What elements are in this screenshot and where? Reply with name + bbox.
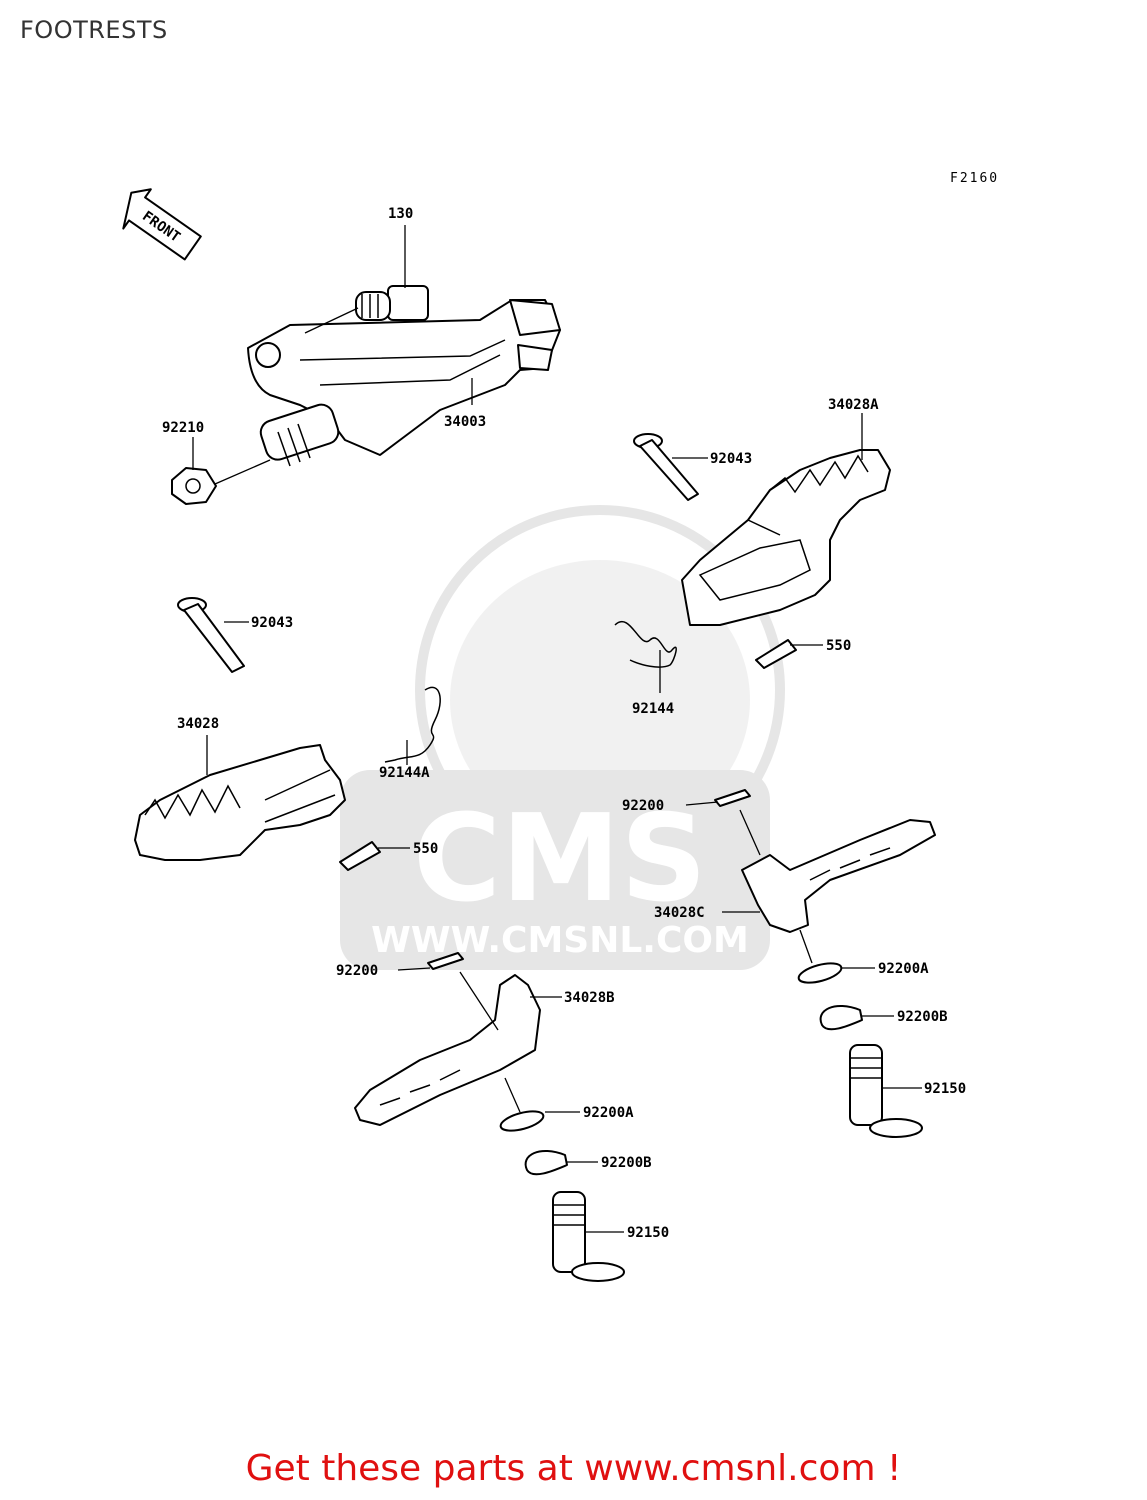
pin-92150-right	[849, 1044, 923, 1138]
bracket-34028B	[354, 974, 541, 1126]
spring-92144A	[384, 686, 441, 763]
washer-92200A-left	[499, 1110, 545, 1132]
footer-promo-link[interactable]: Get these parts at www.cmsnl.com !	[245, 1448, 902, 1489]
front-arrow-icon: FRONT	[122, 188, 202, 261]
cotter-pin-550-left	[339, 841, 381, 871]
part-label-130: 130	[388, 206, 413, 222]
pin-92150-left	[552, 1191, 625, 1282]
bracket-34028C	[741, 819, 936, 933]
part-label-92200-right: 92200	[622, 798, 664, 814]
footrest-34028A	[681, 449, 891, 626]
part-label-92150-right: 92150	[924, 1081, 966, 1097]
page-title: FOOTRESTS	[20, 16, 168, 44]
cms-watermark: CMS WWW.CMSNL.COM	[340, 505, 785, 970]
nut-92210	[171, 467, 217, 505]
washer-92200-right	[714, 789, 751, 807]
pin-92043-left	[177, 597, 245, 673]
part-label-550-left: 550	[413, 841, 438, 857]
part-label-92200A-right: 92200A	[878, 961, 929, 977]
leader-lines	[192, 225, 922, 1233]
clip-92200B-left	[524, 1150, 568, 1176]
part-label-92144: 92144	[632, 701, 674, 717]
watermark-banner	[340, 770, 770, 970]
part-label-34028B: 34028B	[564, 990, 615, 1006]
part-label-92043-right: 92043	[710, 451, 752, 467]
part-label-34028C: 34028C	[654, 905, 705, 921]
part-label-92043-left: 92043	[251, 615, 293, 631]
footrest-34028	[134, 744, 346, 861]
part-label-92150-left: 92150	[627, 1225, 669, 1241]
part-label-34003: 34003	[444, 414, 486, 430]
washer-92200-left	[427, 952, 464, 970]
watermark-brand: CMS	[413, 790, 707, 929]
part-label-34028A: 34028A	[828, 397, 879, 413]
bolt-130	[355, 285, 429, 321]
part-label-92144A: 92144A	[379, 765, 430, 781]
cotter-pin-550-right	[755, 639, 797, 669]
clip-92200B-right	[819, 1005, 863, 1031]
part-label-92200B-left: 92200B	[601, 1155, 652, 1171]
pin-92043-right	[633, 433, 699, 501]
part-label-34028: 34028	[177, 716, 219, 732]
part-label-92200B-right: 92200B	[897, 1009, 948, 1025]
part-label-550-right: 550	[826, 638, 851, 654]
watermark-url: WWW.CMSNL.COM	[371, 920, 749, 961]
washer-92200A-right	[797, 962, 843, 984]
stud-92210	[259, 403, 340, 467]
diagram-code: F2160	[950, 171, 1000, 186]
part-label-92200-left: 92200	[336, 963, 378, 979]
part-label-92200A-left: 92200A	[583, 1105, 634, 1121]
part-label-92210: 92210	[162, 420, 204, 436]
